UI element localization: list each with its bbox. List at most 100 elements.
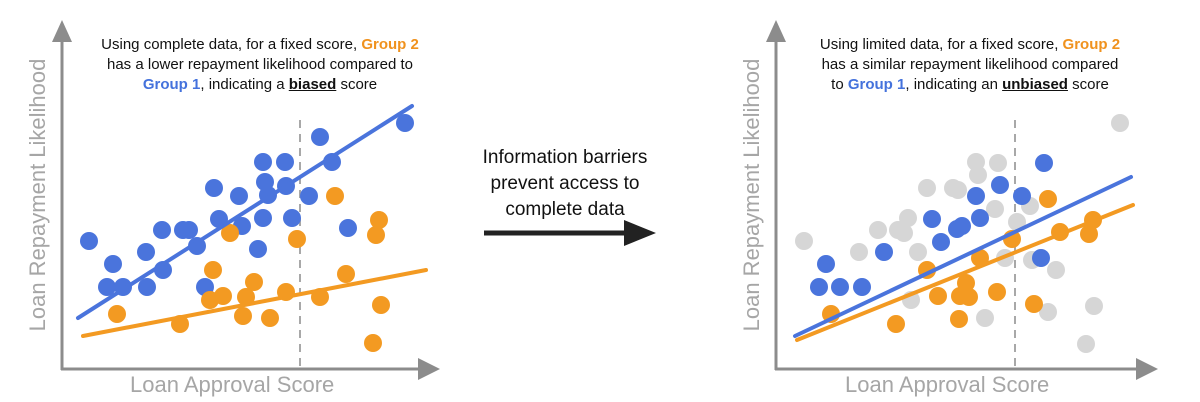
- right-x-axis-arrowhead: [1136, 358, 1158, 380]
- left-group1-trend-line: [76, 104, 414, 320]
- right-caption-emphasis: unbiased: [1002, 76, 1068, 93]
- left-caption: Using complete data, for a fixed score, …: [70, 35, 450, 95]
- left-group1-point: [230, 187, 248, 205]
- right-unobserved-point: [895, 224, 913, 242]
- left-group2-point: [370, 211, 388, 229]
- right-unobserved-point: [1085, 297, 1103, 315]
- left-group1-point: [205, 179, 223, 197]
- right-group2-point: [988, 283, 1006, 301]
- right-group1-point: [1013, 187, 1031, 205]
- right-unobserved-point: [899, 209, 917, 227]
- right-axes: [766, 20, 1158, 380]
- right-unobserved-point: [949, 181, 967, 199]
- right-caption-line3: to Group 1, indicating an unbiased score: [780, 75, 1160, 95]
- right-group1-point: [923, 210, 941, 228]
- right-caption-group2: Group 2: [1062, 36, 1121, 53]
- right-group2-point: [1039, 190, 1057, 208]
- left-axes: [52, 20, 440, 380]
- middle-arrow-head: [624, 220, 656, 246]
- right-unobserved-point: [976, 309, 994, 327]
- left-group1-point: [396, 114, 414, 132]
- left-group2-point: [214, 287, 232, 305]
- left-group2-point: [337, 265, 355, 283]
- right-unobserved-point: [850, 243, 868, 261]
- left-group1-point: [98, 278, 116, 296]
- left-group2-point: [364, 334, 382, 352]
- left-group1-point: [339, 219, 357, 237]
- left-group1-point: [104, 255, 122, 273]
- left-y-axis-label: Loan Repayment Likelihood: [25, 58, 50, 332]
- information-barriers-text: Information barriers prevent access to c…: [482, 147, 648, 220]
- right-group1-point: [853, 278, 871, 296]
- right-unobserved-point: [909, 243, 927, 261]
- left-group1-point: [311, 128, 329, 146]
- left-group1-point: [254, 153, 272, 171]
- right-group2-point: [957, 274, 975, 292]
- left-group1-point: [153, 221, 171, 239]
- left-group1-point: [137, 243, 155, 261]
- right-group2-point: [950, 310, 968, 328]
- left-group1-point: [249, 240, 267, 258]
- left-group2-point: [204, 261, 222, 279]
- left-group2-point: [221, 224, 239, 242]
- right-caption-line1: Using limited data, for a fixed score, G…: [780, 35, 1160, 55]
- left-caption-line1-text: Using complete data, for a fixed score,: [101, 36, 358, 53]
- right-caption-line2: has a similar repayment likelihood compa…: [821, 56, 1119, 73]
- left-caption-line3: Group 1, indicating a biased score: [70, 75, 450, 95]
- left-group1-point: [80, 232, 98, 250]
- right-group1-trend-line: [793, 175, 1133, 338]
- right-caption-line3-mid: , indicating an: [905, 76, 998, 93]
- left-caption-emphasis: biased: [288, 76, 337, 93]
- right-y-axis-label: Loan Repayment Likelihood: [739, 58, 764, 332]
- right-group1-point: [831, 278, 849, 296]
- left-group2-point: [372, 296, 390, 314]
- right-group1-point: [875, 243, 893, 261]
- right-group1-point: [817, 255, 835, 273]
- left-caption-group1: Group 1: [142, 76, 201, 93]
- left-group2-point: [108, 305, 126, 323]
- right-group1-point: [991, 176, 1009, 194]
- right-caption-line1-text: Using limited data, for a fixed score,: [819, 36, 1059, 53]
- left-group2-point: [288, 230, 306, 248]
- left-group1-point: [180, 221, 198, 239]
- right-caption-group1: Group 1: [847, 76, 906, 93]
- right-trend-lines: [793, 175, 1135, 342]
- right-unobserved-point: [969, 166, 987, 184]
- right-group1-point: [932, 233, 950, 251]
- right-group2-point: [929, 287, 947, 305]
- right-group2-point: [1025, 295, 1043, 313]
- left-group2-point: [245, 273, 263, 291]
- right-unobserved-point: [989, 154, 1007, 172]
- right-group1-point: [1035, 154, 1053, 172]
- left-scatter-points: [80, 114, 414, 352]
- right-group2-point: [887, 315, 905, 333]
- left-x-axis-label: Loan Approval Score: [130, 372, 335, 397]
- right-group1-point: [1032, 249, 1050, 267]
- right-group2-trend-line: [795, 203, 1135, 342]
- middle-arrow: [484, 220, 656, 246]
- left-caption-line3-suffix: score: [340, 76, 378, 93]
- right-unobserved-point: [1047, 261, 1065, 279]
- right-unobserved-point: [1077, 335, 1095, 353]
- left-group2-point: [367, 226, 385, 244]
- right-caption-line3-prefix: to: [831, 76, 844, 93]
- right-group1-point: [967, 187, 985, 205]
- left-group2-point: [237, 288, 255, 306]
- left-group1-point: [138, 278, 156, 296]
- right-group2-point: [1080, 225, 1098, 243]
- left-caption-line3-mid: , indicating a: [200, 76, 285, 93]
- right-group1-point: [810, 278, 828, 296]
- right-group1-point: [953, 217, 971, 235]
- right-x-axis-label: Loan Approval Score: [845, 372, 1050, 397]
- left-group2-point: [326, 187, 344, 205]
- left-group1-point: [254, 209, 272, 227]
- left-x-axis-arrowhead: [418, 358, 440, 380]
- right-caption-line3-suffix: score: [1072, 76, 1109, 93]
- left-group2-point: [261, 309, 279, 327]
- right-unobserved-point: [918, 179, 936, 197]
- right-group1-point: [971, 209, 989, 227]
- left-caption-line1: Using complete data, for a fixed score, …: [70, 35, 450, 55]
- left-group1-point: [276, 153, 294, 171]
- left-caption-line2: has a lower repayment likelihood compare…: [107, 56, 413, 73]
